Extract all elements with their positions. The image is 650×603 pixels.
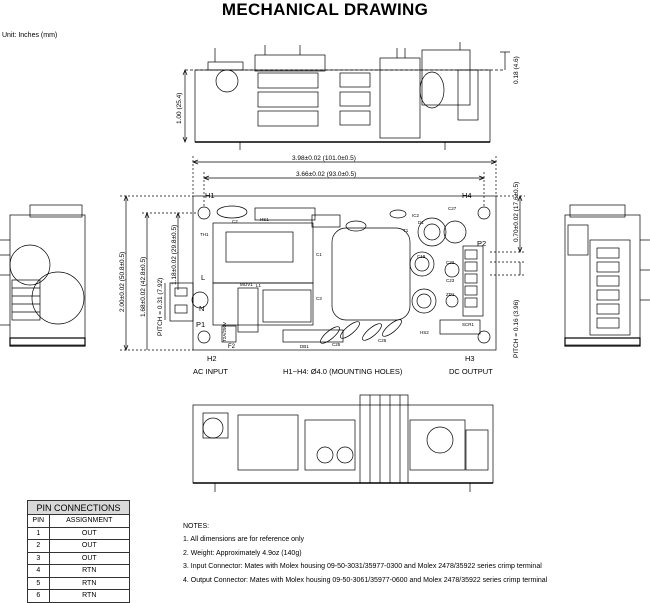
h2-label: H2: [207, 354, 217, 363]
input-offset-1-dim: 1.68±0.02 (42.8±0.5): [140, 257, 147, 317]
notes-block: NOTES: 1. All dimensions are for referen…: [183, 520, 547, 587]
page-title: MECHANICAL DRAWING: [221, 0, 429, 19]
front-view: [192, 394, 494, 492]
output-pitch-dim: PITCH = 0.16 (3.96): [513, 300, 520, 358]
pin-assignment: OUT: [48, 551, 131, 565]
ic2-label: IC2: [412, 213, 420, 218]
c27-label: C27: [448, 206, 457, 211]
assignment-column-header: ASSIGNMENT: [48, 514, 131, 528]
note-item: 4. Output Connector: Mates with Molex ho…: [183, 576, 548, 584]
unit-label: Unit: Inches (mm): [2, 32, 58, 39]
board-labels: H1 H2 H3 H4 P1 P2 N L AC INPUT H1~H4: Ø4…: [193, 191, 493, 376]
t1-label: T1: [403, 228, 409, 233]
notes-heading: NOTES:: [183, 523, 210, 530]
c26-label: C26: [378, 338, 387, 343]
c2-label: C2: [232, 219, 238, 224]
f2-label: F2: [228, 344, 236, 350]
h4-label: H4: [462, 191, 472, 200]
hs2-label: HS2: [420, 330, 429, 335]
note-item: 2. Weight: Approximately 4.9oz (140g): [183, 549, 302, 557]
mounting-holes-label: H1~H4: Ø4.0 (MOUNTING HOLES): [283, 367, 403, 376]
d1-label: D1: [418, 220, 424, 225]
pin-number: 6: [27, 589, 50, 603]
pin-column-header: PIN: [27, 514, 50, 528]
output-offset-dim: 0.70±0.02 (17.6±0.5): [513, 182, 520, 242]
mov1-label: MOV1: [240, 282, 253, 287]
dimension-labels: 1.00 (25.4) 0.18 (4.6) 3.98±0.02 (101.0±…: [119, 56, 520, 358]
c19-label: C19: [417, 254, 426, 259]
dc-output-label: DC OUTPUT: [449, 367, 493, 376]
h3-label: H3: [465, 354, 475, 363]
c25-label: C25: [332, 342, 341, 347]
scr1-label: SCR1: [462, 322, 475, 327]
height-dim: 1.00 (25.4): [176, 93, 183, 124]
hs1-label: HS1: [260, 217, 269, 222]
pin-number: 4: [27, 564, 50, 578]
left-end-view: [0, 204, 86, 347]
c23-label: C23: [446, 278, 455, 283]
zd1-label: ZD1: [446, 292, 455, 297]
p1-label: P1: [196, 320, 205, 329]
top-view-pcb: [120, 156, 525, 351]
pin-assignment: RTN: [48, 589, 131, 603]
input-offset-2-dim: 1.18±0.02 (29.8±0.5): [171, 225, 178, 285]
overall-width-dim: 3.98±0.02 (101.0±0.5): [292, 155, 356, 162]
note-item: 1. All dimensions are for reference only: [183, 536, 305, 544]
component-labels: F2 T2A/250V MOV1 DB1 HS1 HS2 TH1 C1 C2 C…: [200, 206, 475, 350]
th1-label: TH1: [200, 232, 209, 237]
input-pitch-dim: PITCH = 0.31 (7.92): [157, 278, 164, 336]
ac-input-label: AC INPUT: [193, 367, 228, 376]
right-end-view: [564, 204, 650, 347]
pin-assignment: OUT: [48, 539, 131, 553]
n-label: N: [199, 304, 204, 313]
pin-assignment: OUT: [48, 526, 131, 540]
c1-label: C1: [316, 252, 322, 257]
pin-number: 5: [27, 576, 50, 590]
pin-table-title: PIN CONNECTIONS: [27, 500, 130, 515]
pin-number: 2: [27, 539, 50, 553]
l1-label: L1: [256, 283, 262, 288]
db1-label: DB1: [300, 344, 309, 349]
pin-assignment: RTN: [48, 576, 131, 590]
pin-number: 1: [27, 526, 50, 540]
mounting-width-dim: 3.66±0.02 (93.0±0.5): [296, 171, 356, 178]
c22-label: C22: [446, 260, 455, 265]
l-label: L: [201, 273, 205, 282]
p2-label: P2: [477, 239, 486, 248]
pin-number: 3: [27, 551, 50, 565]
pin-assignment: RTN: [48, 564, 131, 578]
t2a-label: T2A/250V: [222, 322, 227, 342]
note-item: 3. Input Connector: Mates with Molex hou…: [183, 563, 542, 571]
h1-label: H1: [205, 191, 215, 200]
side-view-top: [182, 42, 510, 150]
c3-label: C3: [316, 296, 322, 301]
overall-depth-dim: 2.00±0.02 (50.8±0.5): [119, 252, 126, 312]
pin-height-dim: 0.18 (4.6): [513, 56, 520, 84]
